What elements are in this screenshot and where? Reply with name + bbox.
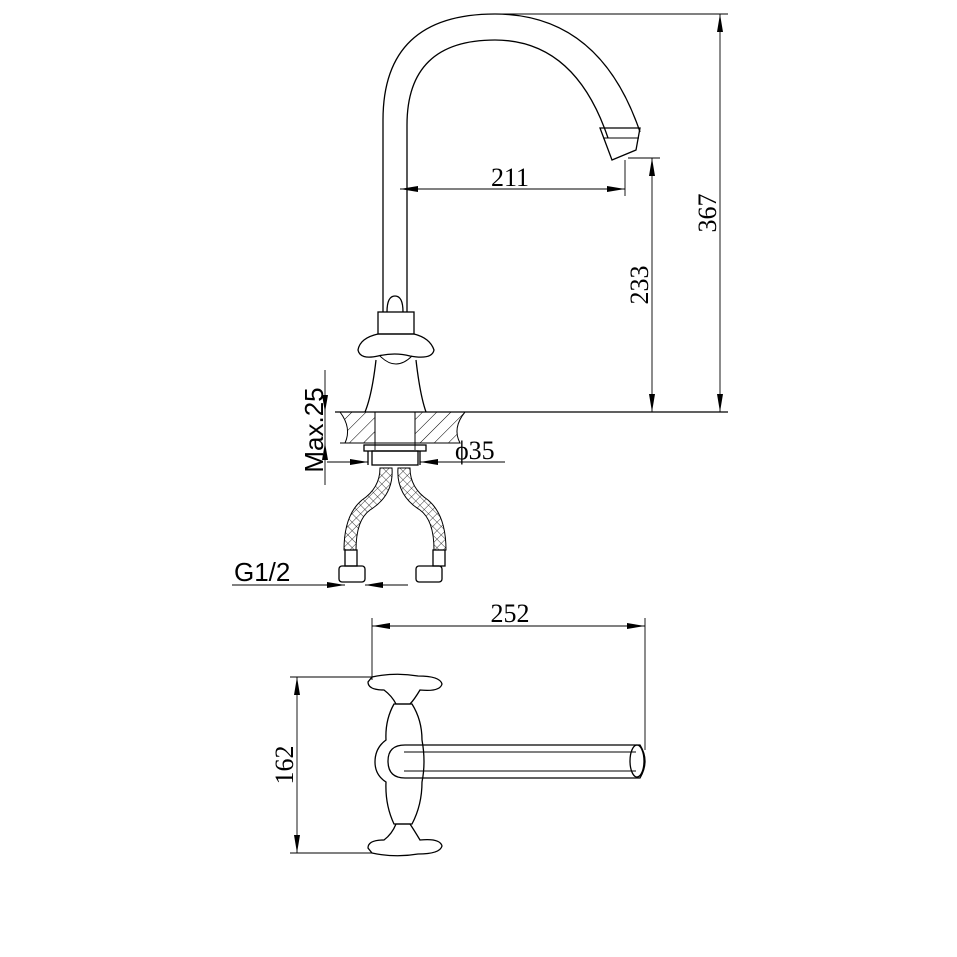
handle-lever <box>357 333 435 358</box>
dimension-thread: G1/2 <box>232 557 408 588</box>
supply-hoses <box>338 467 447 583</box>
spout-nozzle <box>599 127 641 161</box>
top-length-label: 252 <box>491 599 530 628</box>
dimension-max-thickness: Max.25 <box>299 370 329 485</box>
dimension-hole-diameter: ϕ35 <box>327 436 505 465</box>
thread-label: G1/2 <box>234 557 290 587</box>
dimension-spout-reach: 211 <box>400 160 626 196</box>
top-spout <box>387 744 646 779</box>
top-handle-lower <box>367 823 443 857</box>
spout-height-label: 233 <box>625 266 654 305</box>
hose-nut-right <box>415 565 443 583</box>
top-width-label: 162 <box>270 746 299 785</box>
top-handle-upper <box>367 673 443 705</box>
dimension-spout-height: 233 <box>625 157 660 412</box>
total-height-label: 367 <box>693 194 722 233</box>
top-view <box>367 673 646 857</box>
max-thickness-label: Max.25 <box>299 387 329 472</box>
spout <box>382 13 641 312</box>
hole-diameter-label: ϕ35 <box>455 436 495 465</box>
dimension-top-length: 252 <box>371 599 646 750</box>
dimension-total-height: 367 <box>495 13 728 412</box>
hose-nut-left <box>338 565 366 583</box>
countertop <box>335 411 728 466</box>
spout-reach-label: 211 <box>491 163 529 192</box>
dimension-top-width: 162 <box>270 676 372 854</box>
faucet-body <box>357 295 435 413</box>
